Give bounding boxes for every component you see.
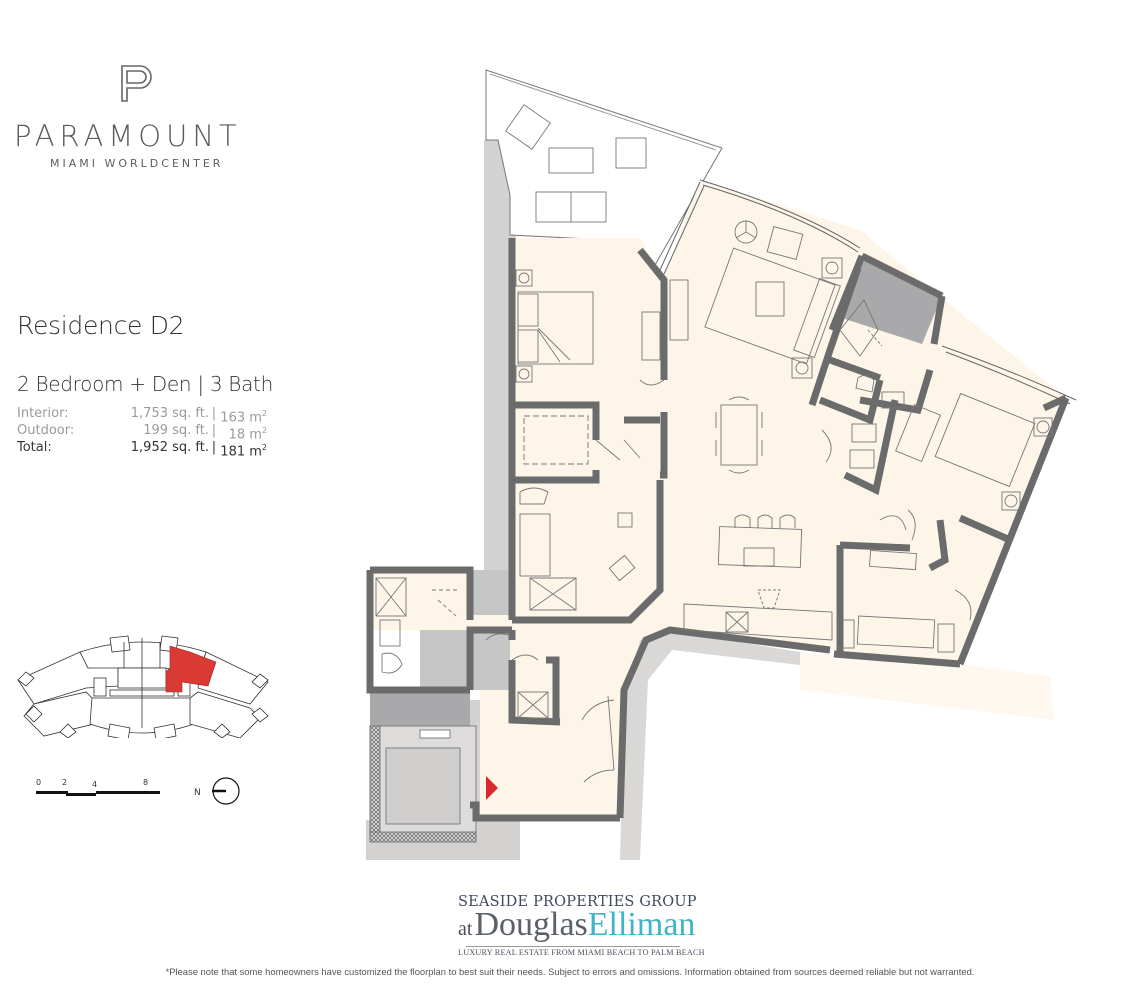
svg-text:8: 8 [143,778,148,787]
brand-subtitle: MIAMI WORLDCENTER [50,157,224,170]
area-row-interior: Interior: 1,753 sq. ft. | 163 m2 [17,405,267,426]
area-label: Interior: [17,406,69,421]
svg-text:0: 0 [36,778,41,787]
paramount-p-logo-icon [121,65,152,102]
elevator [369,725,477,843]
area-m2: 163 m2 [220,409,267,426]
highlighted-unit [165,645,217,693]
area-label: Outdoor: [17,423,75,438]
residence-title: Residence D2 [17,311,185,340]
area-m2: 18 m2 [228,426,267,443]
agency-group-name: SEASIDE PROPERTIES GROUP [458,894,697,910]
furniture [375,220,1053,783]
area-sqft: 1,952 sq. ft. [130,440,209,455]
area-sqft: 199 sq. ft. [143,423,209,438]
area-separator: | [211,440,217,455]
area-separator: | [211,406,217,421]
area-m2: 181 m2 [220,443,267,460]
building-key-plan [17,635,269,738]
area-row-outdoor: Outdoor: 199 sq. ft. | 18 m2 [17,422,267,443]
svg-text:N: N [194,788,201,798]
svg-text:2: 2 [62,778,67,787]
agency-name: atDouglasElliman [458,906,696,943]
residence-layout: 2 Bedroom + Den | 3 Bath [17,372,273,396]
agency-logo: SEASIDE PROPERTIES GROUP atDouglasEllima… [458,894,705,957]
area-table: Interior: 1,753 sq. ft. | 163 m2 Outdoor… [17,405,267,460]
north-arrow-icon: N [194,777,240,805]
balcony-furniture [505,104,647,223]
glazing [659,179,1077,405]
entry-marker-icon [486,776,498,800]
scale-bar: 0 2 4 8 [36,778,160,796]
brand-name: PARAMOUNT [14,119,242,153]
area-sqft: 1,753 sq. ft. [130,406,209,421]
agency-divider [466,946,680,947]
agency-tagline: LUXURY REAL ESTATE FROM MIAMI BEACH TO P… [458,948,705,957]
svg-text:4: 4 [92,780,97,789]
walls [366,238,1070,822]
area-row-total: Total: 1,952 sq. ft. | 181 m2 [17,439,267,460]
disclaimer-text: *Please note that some homeowners have c… [165,966,975,977]
area-separator: | [211,423,217,438]
area-label: Total: [17,440,52,455]
floor-plan [366,69,1077,860]
